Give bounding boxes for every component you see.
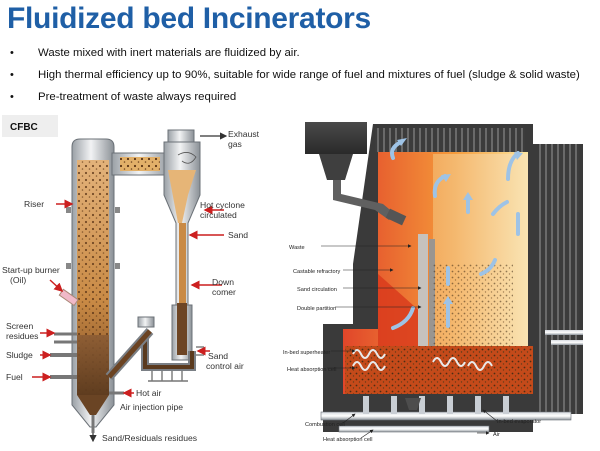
castable-refractory-label: Castable refractory: [293, 269, 340, 275]
air-injection-pipe-label: Air injection pipe: [120, 402, 183, 412]
bullet-icon: •: [10, 46, 14, 60]
exhaust-gas-label-2: gas: [228, 139, 242, 149]
cyclone-outlet: [168, 130, 194, 142]
steam-pipe: [545, 330, 583, 335]
bullet-text: High thermal efficiency up to 90%, suita…: [38, 69, 580, 81]
loop-seal-cap: [138, 317, 154, 327]
cfbc-svg: CFBC Exhaust gas Riser Hot cyclone circu…: [0, 115, 290, 446]
riser-label: Riser: [24, 199, 44, 209]
in-bed-evaporator-label: In-bed evaporator: [497, 419, 541, 425]
hopper-neck: [319, 154, 353, 180]
down-comer-sand: [177, 303, 187, 355]
cyclone-downflow: [179, 223, 186, 303]
startup-burner-label-2: (Oil): [10, 275, 26, 285]
page-title: Fluidized bed Incinerators: [7, 2, 371, 36]
down-comer-label-2: comer: [212, 287, 236, 297]
down-comer-label-1: Down: [212, 277, 234, 287]
combustion-cell-label: Combustion cell: [305, 422, 345, 428]
fuel-label: Fuel: [6, 372, 23, 382]
air-riser: [391, 396, 397, 414]
bullet-item: • Pre-treatment of waste always required: [10, 90, 600, 112]
cfbc-badge-label: CFBC: [10, 122, 38, 133]
bullet-icon: •: [10, 68, 14, 82]
bullet-icon: •: [10, 90, 14, 104]
heat-absorption-cell-label: Heat absorption cell: [287, 367, 336, 373]
sand-label: Sand: [228, 230, 248, 240]
falling-particles: [433, 264, 513, 354]
bullet-text: Waste mixed with inert materials are flu…: [38, 47, 300, 59]
sand-residuals-label: Sand/Residuals residues: [102, 433, 197, 443]
air-label: Air: [493, 432, 500, 438]
bullet-list: • Waste mixed with inert materials are fl…: [10, 46, 600, 112]
sand-circulation-label: Sand circulation: [297, 287, 337, 293]
air-riser: [363, 396, 369, 414]
double-partition-label: Double partition: [297, 306, 336, 312]
heat-absorption-cell-bottom-label: Heat absorption cell: [323, 437, 372, 443]
air-riser: [447, 396, 453, 414]
sand-control-air-label-1: Sand: [208, 351, 228, 361]
hot-cyclone-label-1: Hot cyclone: [200, 200, 245, 210]
heat-absorption-header: [339, 426, 489, 432]
screen-residues-label-1: Screen: [6, 321, 33, 331]
sludge-label: Sludge: [6, 350, 33, 360]
air-riser: [475, 396, 481, 414]
rear-tube-wall: [539, 144, 579, 414]
crossover-particles: [120, 157, 160, 171]
bullet-item: • High thermal efficiency up to 90%, suit…: [10, 68, 600, 90]
cfbc-diagram: CFBC Exhaust gas Riser Hot cyclone circu…: [0, 115, 290, 446]
startup-burner-label-1: Start-up burner: [2, 265, 60, 275]
exhaust-gas-label-1: Exhaust: [228, 129, 260, 139]
partition-wall: [418, 234, 428, 359]
steam-pipe: [551, 340, 583, 345]
screen-residues-label-2: residues: [6, 331, 38, 341]
air-riser: [503, 396, 509, 414]
in-bed-superheater-label: In-bed superheater: [283, 350, 330, 356]
bullet-text: Pre-treatment of waste always required: [38, 91, 236, 103]
waste-hopper: [305, 122, 367, 154]
riser-sludge-zone: [77, 335, 109, 395]
hot-air-label: Hot air: [136, 388, 161, 398]
hot-cyclone-label-2: circulated: [200, 210, 237, 220]
bullet-item: • Waste mixed with inert materials are fl…: [10, 46, 600, 68]
sand-control-air-label-2: control air: [206, 361, 244, 371]
furnace-svg: Waste Castable refractory Sand circulati…: [283, 114, 600, 446]
furnace-cutaway-diagram: Waste Castable refractory Sand circulati…: [283, 114, 600, 446]
waste-label: Waste: [289, 245, 305, 251]
